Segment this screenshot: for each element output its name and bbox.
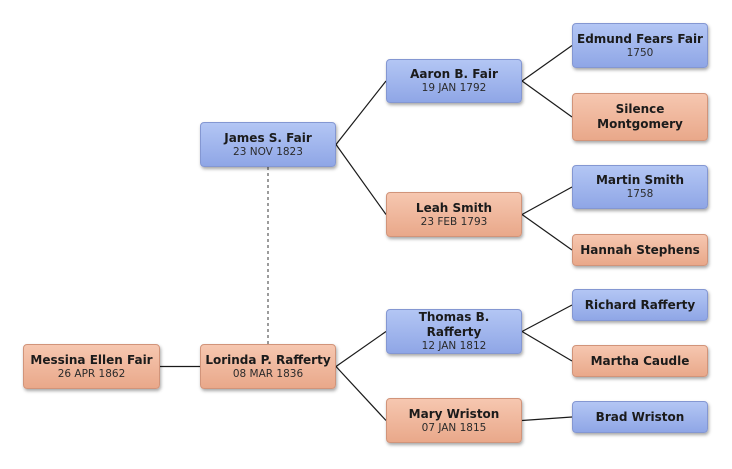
person-martha-caudle[interactable]: Martha Caudle <box>572 345 708 377</box>
person-messina-ellen-fair[interactable]: Messina Ellen Fair 26 APR 1862 <box>23 344 160 389</box>
connector-lorinda-mary <box>335 366 387 421</box>
person-brad-wriston[interactable]: Brad Wriston <box>572 401 708 433</box>
person-name: Brad Wriston <box>595 409 685 424</box>
person-date: 1750 <box>626 46 654 59</box>
person-date: 12 JAN 1812 <box>421 340 487 352</box>
person-name: Aaron B. Fair <box>410 67 498 81</box>
connector-aaron-silence <box>521 80 573 118</box>
connector-lorinda-thomas <box>335 331 387 367</box>
person-aaron-b-fair[interactable]: Aaron B. Fair 19 JAN 1792 <box>386 59 522 103</box>
person-name: Thomas B. Rafferty <box>418 310 490 339</box>
person-date: 23 NOV 1823 <box>233 145 303 158</box>
connector-james-aaron <box>335 80 387 145</box>
connector-leah-martin <box>521 186 573 216</box>
connector-aaron-edmund <box>521 45 573 82</box>
person-lorinda-p-rafferty[interactable]: Lorinda P. Rafferty 08 MAR 1836 <box>200 344 336 389</box>
person-mary-wriston[interactable]: Mary Wriston 07 JAN 1815 <box>386 398 522 443</box>
connector-thomas-martha <box>521 330 573 362</box>
person-leah-smith[interactable]: Leah Smith 23 FEB 1793 <box>386 192 522 237</box>
person-james-s-fair[interactable]: James S. Fair 23 NOV 1823 <box>200 122 336 167</box>
person-name: Mary Wriston <box>408 406 500 421</box>
person-name: Richard Rafferty <box>584 297 696 312</box>
person-silence-montgomery[interactable]: Silence Montgomery <box>572 93 708 141</box>
person-date: 26 APR 1862 <box>57 367 126 380</box>
person-name: Martin Smith <box>595 173 685 187</box>
person-date: 08 MAR 1836 <box>232 367 304 380</box>
person-name: Leah Smith <box>415 200 493 215</box>
person-name: Martha Caudle <box>590 353 690 368</box>
person-date: 1758 <box>626 188 654 200</box>
person-name: Hannah Stephens <box>580 242 700 257</box>
person-richard-rafferty[interactable]: Richard Rafferty <box>572 289 708 321</box>
person-date: 07 JAN 1815 <box>421 421 487 434</box>
person-name: Silence Montgomery <box>597 102 683 131</box>
connector-mary-brad <box>521 416 573 422</box>
person-date: 23 FEB 1793 <box>420 215 488 228</box>
connector-leah-hannah <box>521 214 573 251</box>
person-martin-smith[interactable]: Martin Smith 1758 <box>572 165 708 209</box>
person-name: Edmund Fears Fair <box>577 31 703 46</box>
person-edmund-fears-fair[interactable]: Edmund Fears Fair 1750 <box>572 23 708 68</box>
person-name: Lorinda P. Rafferty <box>205 352 331 367</box>
person-name: James S. Fair <box>224 130 312 145</box>
person-hannah-stephens[interactable]: Hannah Stephens <box>572 234 708 266</box>
connector-thomas-richard <box>521 304 573 333</box>
person-date: 19 JAN 1792 <box>421 82 487 94</box>
connector-james-leah <box>335 144 387 215</box>
person-thomas-b-rafferty[interactable]: Thomas B. Rafferty 12 JAN 1812 <box>386 309 522 354</box>
person-name: Messina Ellen Fair <box>30 352 153 367</box>
